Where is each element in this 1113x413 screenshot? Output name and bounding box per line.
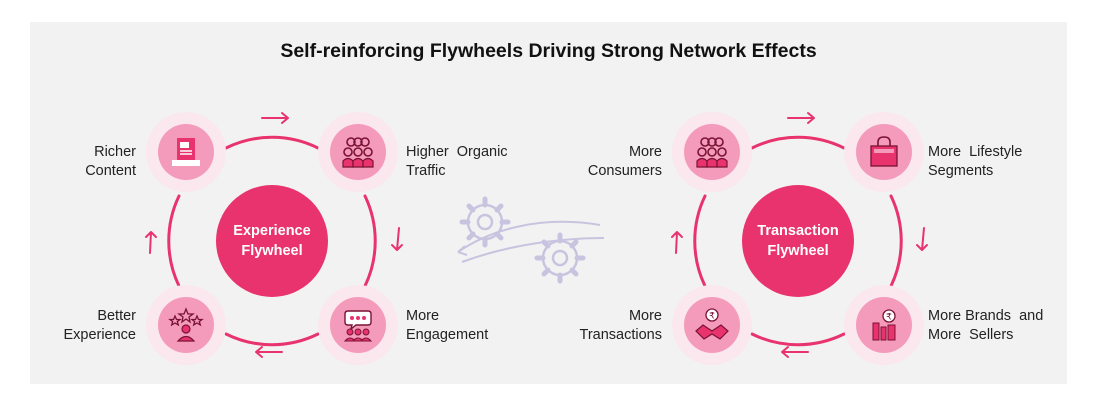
trx-arc-left — [693, 194, 707, 288]
exp-arc-top — [224, 135, 320, 150]
trx-arc-bottom — [750, 332, 846, 347]
label-more-brands-sellers: More Brands and More Sellers — [928, 308, 1044, 343]
shopping-bag-icon — [870, 136, 898, 167]
experience-hub-line1: Experience — [233, 223, 311, 239]
svg-text:₹: ₹ — [709, 312, 715, 322]
trx-arrow-up-icon — [671, 231, 683, 254]
exp-arrow-left-icon — [255, 346, 283, 358]
trx-arc-right — [889, 194, 903, 288]
label-higher-organic-traffic: Higher Organic Traffic — [406, 144, 508, 179]
exp-arc-left — [167, 194, 181, 288]
label-richer-content: Richer Content — [85, 144, 136, 179]
rupee-handshake-icon: ₹ — [695, 308, 729, 340]
transaction-hub-line1: Transaction — [757, 223, 839, 239]
trx-arrow-right-icon — [787, 112, 815, 124]
exp-arrow-right-icon — [261, 112, 289, 124]
trx-arrow-down-icon — [916, 227, 928, 251]
exp-arrow-down-icon — [391, 227, 403, 251]
trx-arc-top — [750, 135, 846, 150]
label-more-engagement: More Engagement — [406, 308, 489, 343]
node-richer-content — [146, 112, 226, 192]
experience-hub-line2: Flywheel — [241, 243, 303, 259]
gears-icon — [457, 196, 605, 284]
chat-people-icon — [343, 310, 373, 342]
experience-flywheel-hub: Experience Flywheel — [216, 185, 328, 297]
exp-arc-right — [363, 194, 377, 288]
svg-text:₹: ₹ — [886, 313, 892, 323]
node-more-lifestyle-segments — [844, 112, 924, 192]
label-more-lifestyle-segments: More Lifestyle Segments — [928, 144, 1023, 179]
star-rating-icon — [168, 307, 204, 342]
node-more-transactions: ₹ — [672, 285, 752, 365]
transaction-flywheel-hub: Transaction Flywheel — [742, 185, 854, 297]
label-more-consumers: More Consumers — [587, 144, 662, 179]
exp-arrow-up-icon — [145, 231, 157, 254]
node-more-consumers — [672, 112, 752, 192]
node-more-brands-sellers: ₹ — [844, 285, 924, 365]
label-better-experience: Better Experience — [63, 308, 136, 343]
people-group-icon — [696, 137, 728, 168]
people-group-icon — [342, 137, 374, 168]
page-title: Self-reinforcing Flywheels Driving Stron… — [280, 40, 817, 62]
node-more-engagement — [318, 285, 398, 365]
node-better-experience — [146, 285, 226, 365]
exp-arc-bottom — [224, 332, 320, 347]
trx-arrow-left-icon — [781, 346, 809, 358]
rupee-products-icon: ₹ — [872, 309, 896, 341]
document-icon — [172, 138, 200, 166]
label-more-transactions: More Transactions — [579, 308, 662, 343]
transaction-hub-line2: Flywheel — [767, 243, 829, 259]
node-higher-organic-traffic — [318, 112, 398, 192]
